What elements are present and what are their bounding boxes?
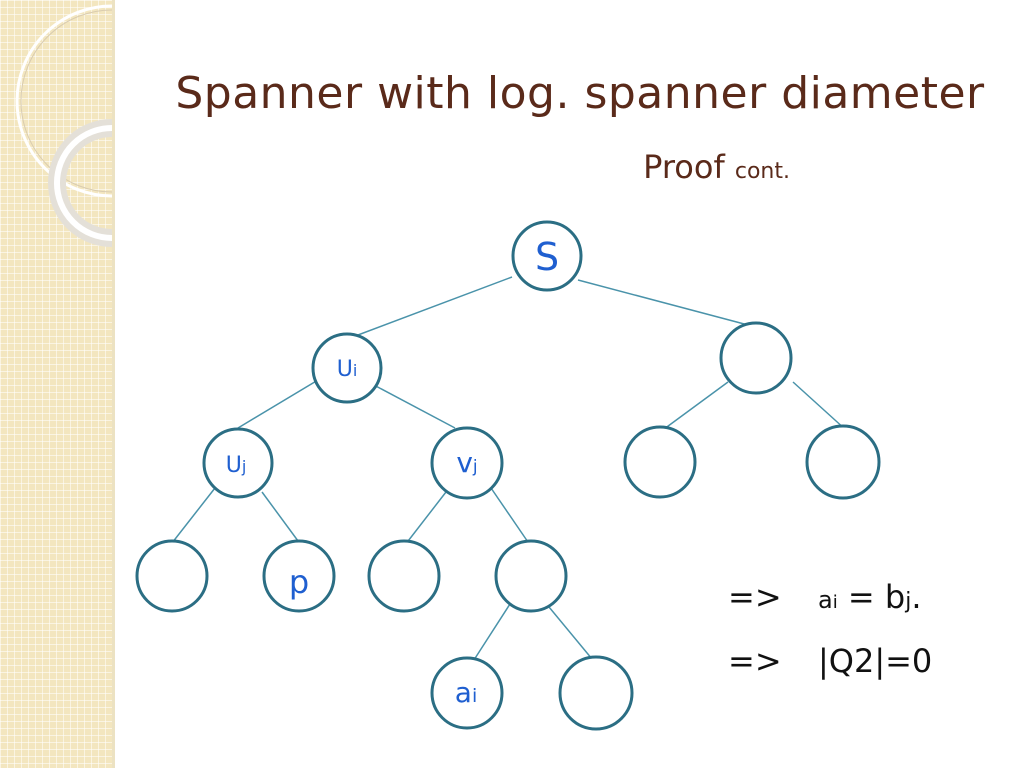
edge-right-left [659, 381, 729, 433]
node-vj: vj [430, 426, 504, 500]
node-ui-label: Ui [337, 357, 358, 382]
node-uj-label: Uj [226, 453, 247, 478]
sidebar-edge [112, 0, 115, 768]
node-right-right-empty [805, 424, 881, 500]
node-ai-label: ai [455, 676, 477, 709]
node-root-label: S [535, 235, 559, 279]
conclusion-arrow-1: => [728, 578, 782, 616]
node-p-label: p [289, 563, 309, 601]
edge-s-right [577, 279, 749, 326]
node-right-empty [719, 321, 793, 395]
node-uj: Uj [202, 427, 274, 499]
edge-uj-p [261, 491, 302, 546]
edge-vj-left [404, 491, 447, 546]
edge-vj-right [490, 487, 531, 546]
node-ui: Ui [311, 332, 383, 404]
conclusion-line-1: =>ai = bj. [728, 578, 922, 616]
edge-right-right [792, 381, 847, 431]
subtitle-main: Proof [643, 148, 725, 186]
edge-ui-vj [371, 383, 456, 429]
node-right-left-empty [623, 425, 697, 499]
edge-inner-right [548, 606, 598, 666]
conclusion-text-2: |Q2|=0 [818, 642, 933, 680]
conclusion-arrow-2: => [728, 642, 782, 680]
edge-inner-ai [471, 603, 511, 664]
slide-subtitle: Proof cont. [150, 148, 790, 186]
node-p: p [262, 539, 336, 613]
edge-uj-left [171, 487, 216, 544]
decorative-rings [15, 4, 113, 247]
node-bottom-right-empty [558, 655, 634, 731]
node-uj-left-empty [135, 539, 209, 613]
node-vj-right-empty [494, 539, 568, 613]
edge-ui-uj [237, 379, 319, 429]
node-root: S [511, 220, 583, 292]
subtitle-small: cont. [734, 159, 790, 184]
slide-title: Spanner with log. spanner diameter [175, 68, 985, 119]
conclusion-line-2: => |Q2|=0 [728, 642, 932, 680]
node-vj-label: vj [456, 446, 477, 479]
node-ai: ai [430, 656, 504, 730]
edge-s-ui [349, 276, 513, 339]
node-vj-left-empty [367, 539, 441, 613]
